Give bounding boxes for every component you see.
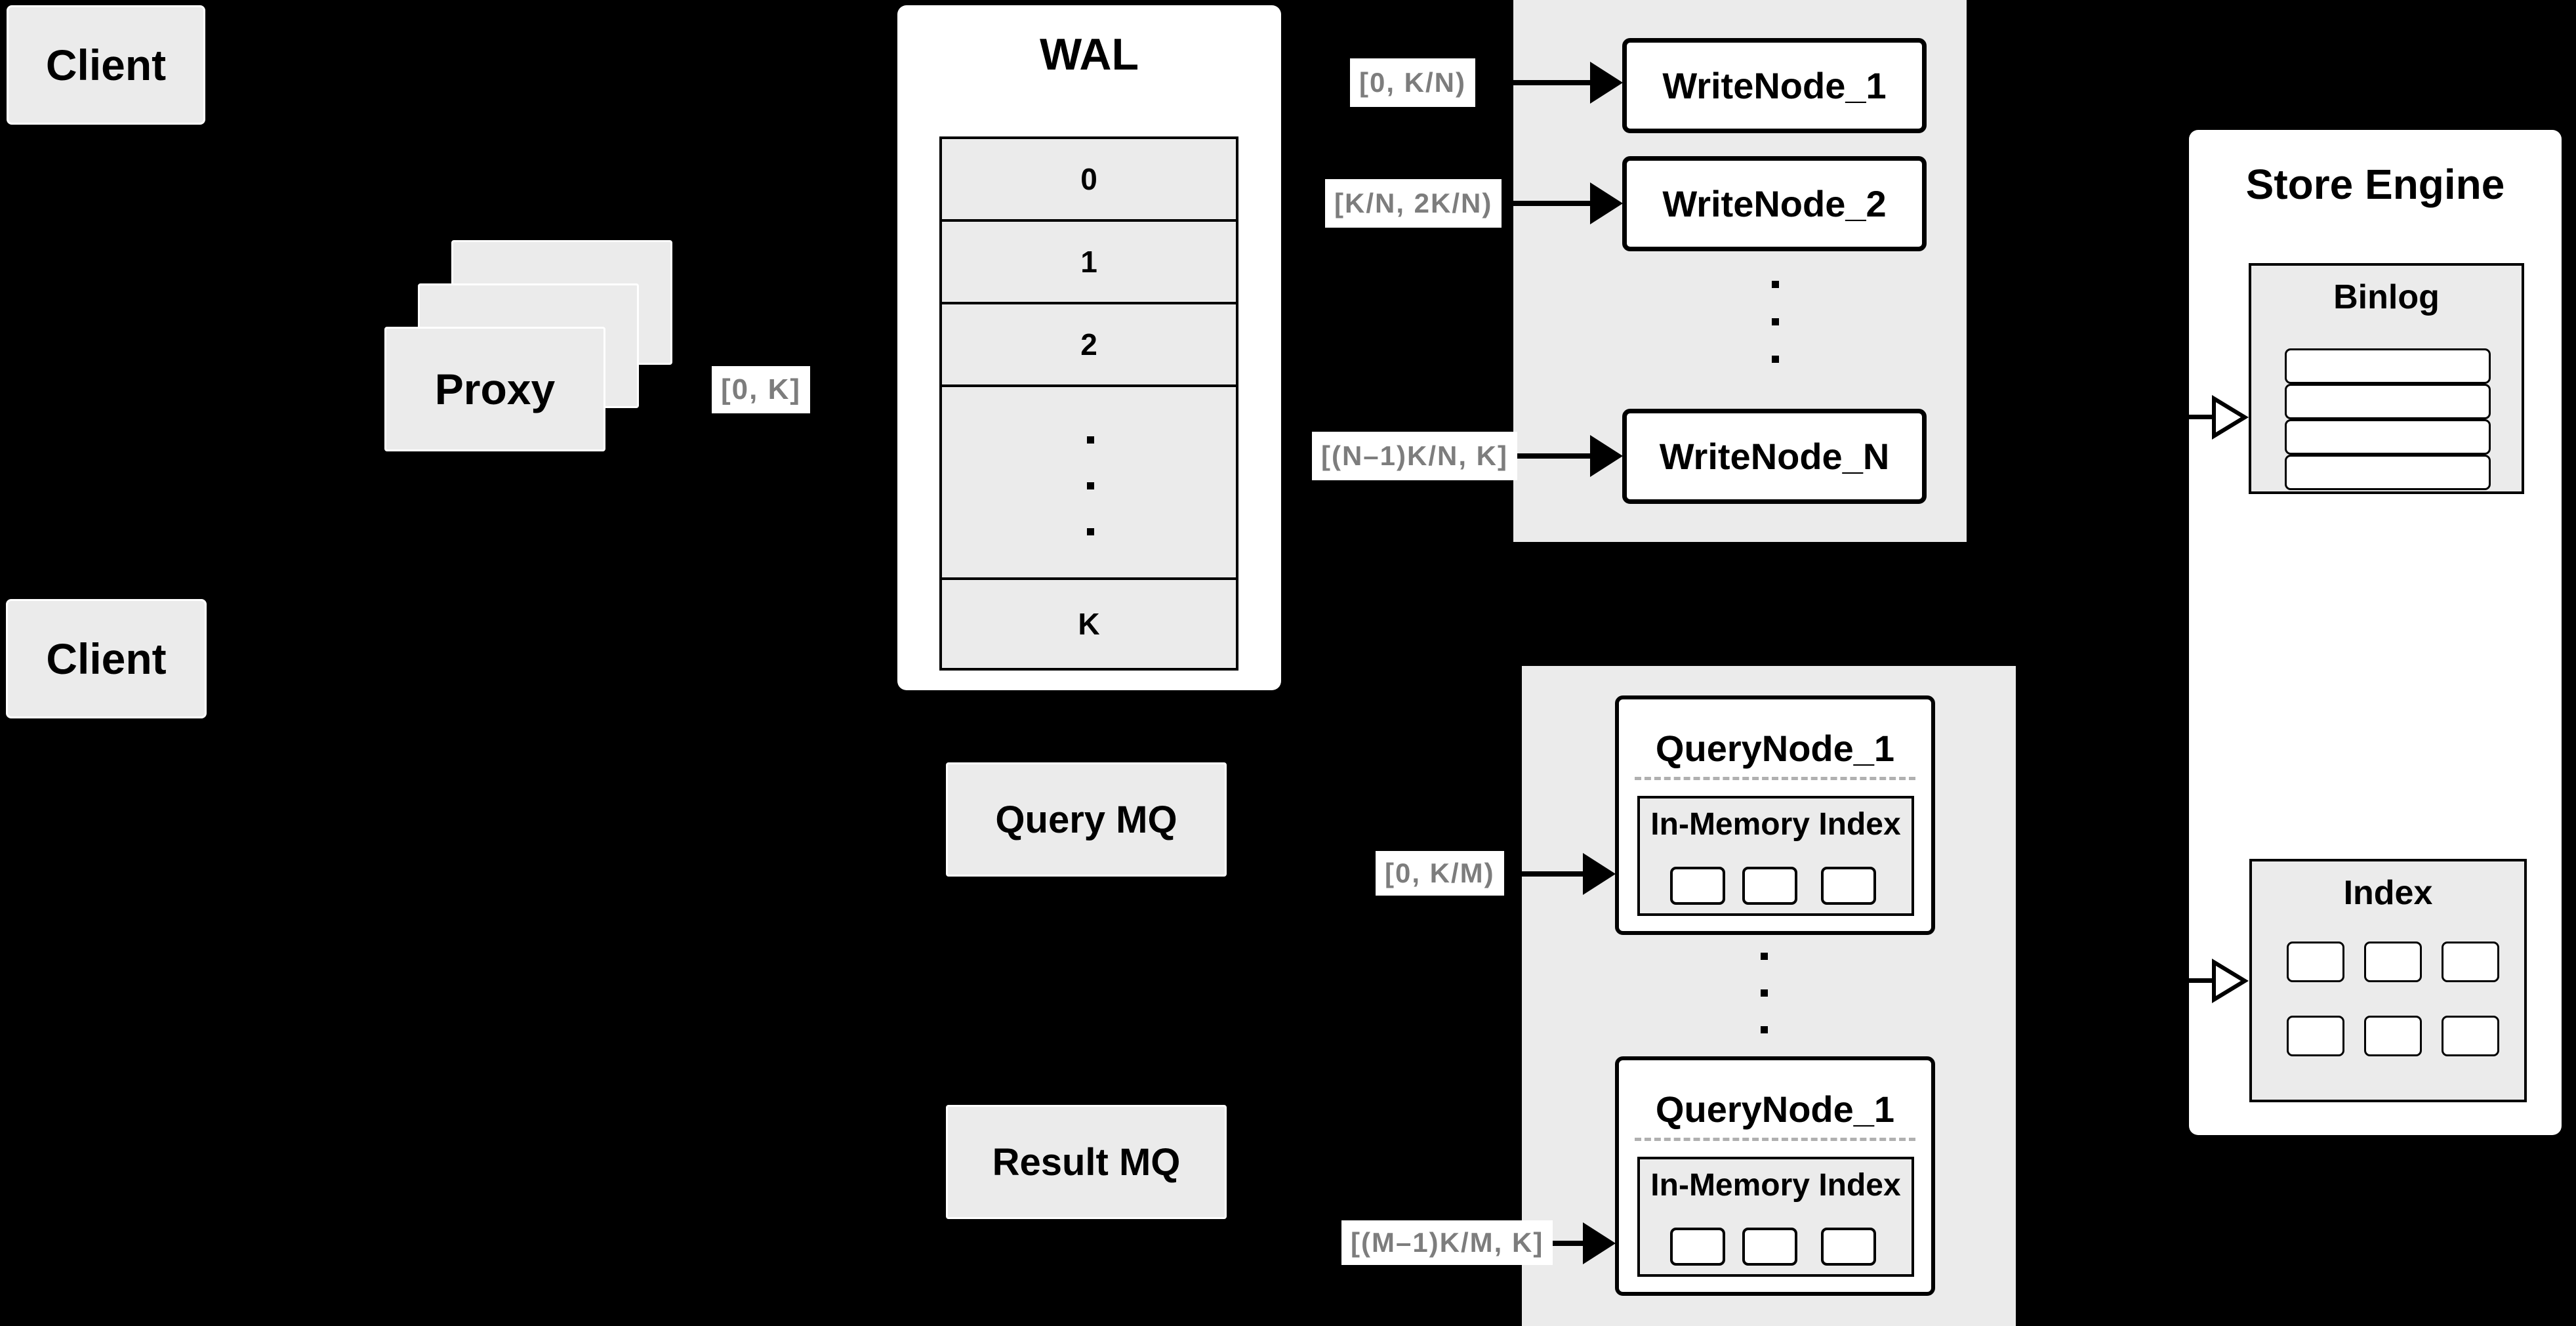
binlog-box: Binlog [2249,263,2524,494]
querynodes-ellipsis-dot [1761,1026,1768,1033]
writenode-1-box: WriteNode_1 [1622,38,1927,133]
querynode-bottom-inmemory-box: In-Memory Index [1637,1157,1914,1277]
segment-cell [1821,867,1876,905]
querynode-top-inmemory-box: In-Memory Index [1637,796,1914,916]
store-engine-title: Store Engine [2245,161,2505,208]
writenode-2-box: WriteNode_2 [1622,156,1927,251]
result-mq-box: Result MQ [946,1105,1227,1219]
writenodes-ellipsis-dot [1772,281,1779,288]
range-label-querynode-top: [0, K/M) [1376,851,1504,896]
segment-cell [1821,1228,1876,1266]
wal-title: WAL [1039,30,1139,79]
querynode-bottom-dashed-separator [1635,1138,1915,1141]
client-bottom-label: Client [46,634,167,683]
wal-ellipsis-dot [1087,482,1094,489]
querynode-bottom-box: QueryNode_1 In-Memory Index [1615,1056,1935,1296]
index-cell [2442,1016,2499,1056]
binlog-row [2285,455,2491,490]
arrowhead-index-inner [2216,966,2241,996]
client-top-label: Client [45,41,167,89]
arrowhead-binlog-inner [2216,402,2241,432]
writenodes-ellipsis-dot [1772,356,1779,363]
querynode-bottom-inmemory-title: In-Memory Index [1650,1168,1901,1203]
querynode-top-title: QueryNode_1 [1655,728,1895,769]
wal-row-2: 2 [942,304,1236,387]
arrowhead-querynode-bottom [1583,1222,1616,1264]
range-label-writenode-1: [0, K/N) [1350,58,1475,107]
querynode-top-inmemory-title: In-Memory Index [1650,807,1901,842]
index-box: Index [2249,859,2527,1102]
proxy-label: Proxy [434,365,556,413]
index-cell [2364,1016,2422,1056]
wal-box: WAL 0 1 2 K [897,5,1281,690]
arrow-line-binlog [2158,415,2215,419]
querynode-top-dashed-separator [1635,777,1915,780]
index-cell [2287,1016,2344,1056]
range-label-writenode-n: [(N–1)K/N, K] [1312,432,1517,480]
querynodes-ellipsis-dot [1761,953,1768,960]
wal-table: 0 1 2 K [939,136,1238,671]
arrowhead-writenode-n [1590,435,1623,477]
binlog-row [2285,384,2491,419]
binlog-row [2285,419,2491,455]
wal-ellipsis-dot [1087,528,1094,535]
querynodes-ellipsis-dot [1761,989,1768,997]
segment-cell [1670,867,1725,905]
arrowhead-writenode-2 [1590,182,1623,224]
wal-row-1: 1 [942,222,1236,304]
range-label-querynode-bottom: [(M–1)K/M, K] [1341,1220,1553,1265]
index-cell [2442,942,2499,982]
writenode-n-box: WriteNode_N [1622,409,1927,504]
segment-cell [1670,1228,1725,1266]
arrowhead-writenode-1 [1590,62,1623,104]
binlog-title: Binlog [2333,278,2440,316]
wal-row-k: K [942,580,1236,668]
client-top-box: Client [7,5,205,125]
segment-cell [1742,867,1797,905]
writenodes-ellipsis-dot [1772,318,1779,325]
index-cell [2287,942,2344,982]
query-mq-box: Query MQ [946,762,1227,877]
wal-row-ellipsis [942,387,1236,580]
querynode-bottom-title: QueryNode_1 [1655,1088,1895,1130]
arrow-line-index [2158,978,2215,983]
index-cell [2364,942,2422,982]
segment-cell [1742,1228,1797,1266]
range-label-proxy-wal: [0, K] [712,366,810,413]
wal-ellipsis-dot [1087,436,1094,444]
querynode-top-box: QueryNode_1 In-Memory Index [1615,695,1935,935]
arrowhead-querynode-top [1583,853,1616,895]
range-label-writenode-2: [K/N, 2K/N) [1325,179,1502,228]
client-bottom-box: Client [6,599,207,718]
proxy-box-front: Proxy [384,327,605,451]
wal-row-0: 0 [942,139,1236,222]
binlog-row [2285,348,2491,384]
index-title: Index [2343,874,2433,912]
store-engine-box: Store Engine Binlog Index [2189,130,2562,1135]
